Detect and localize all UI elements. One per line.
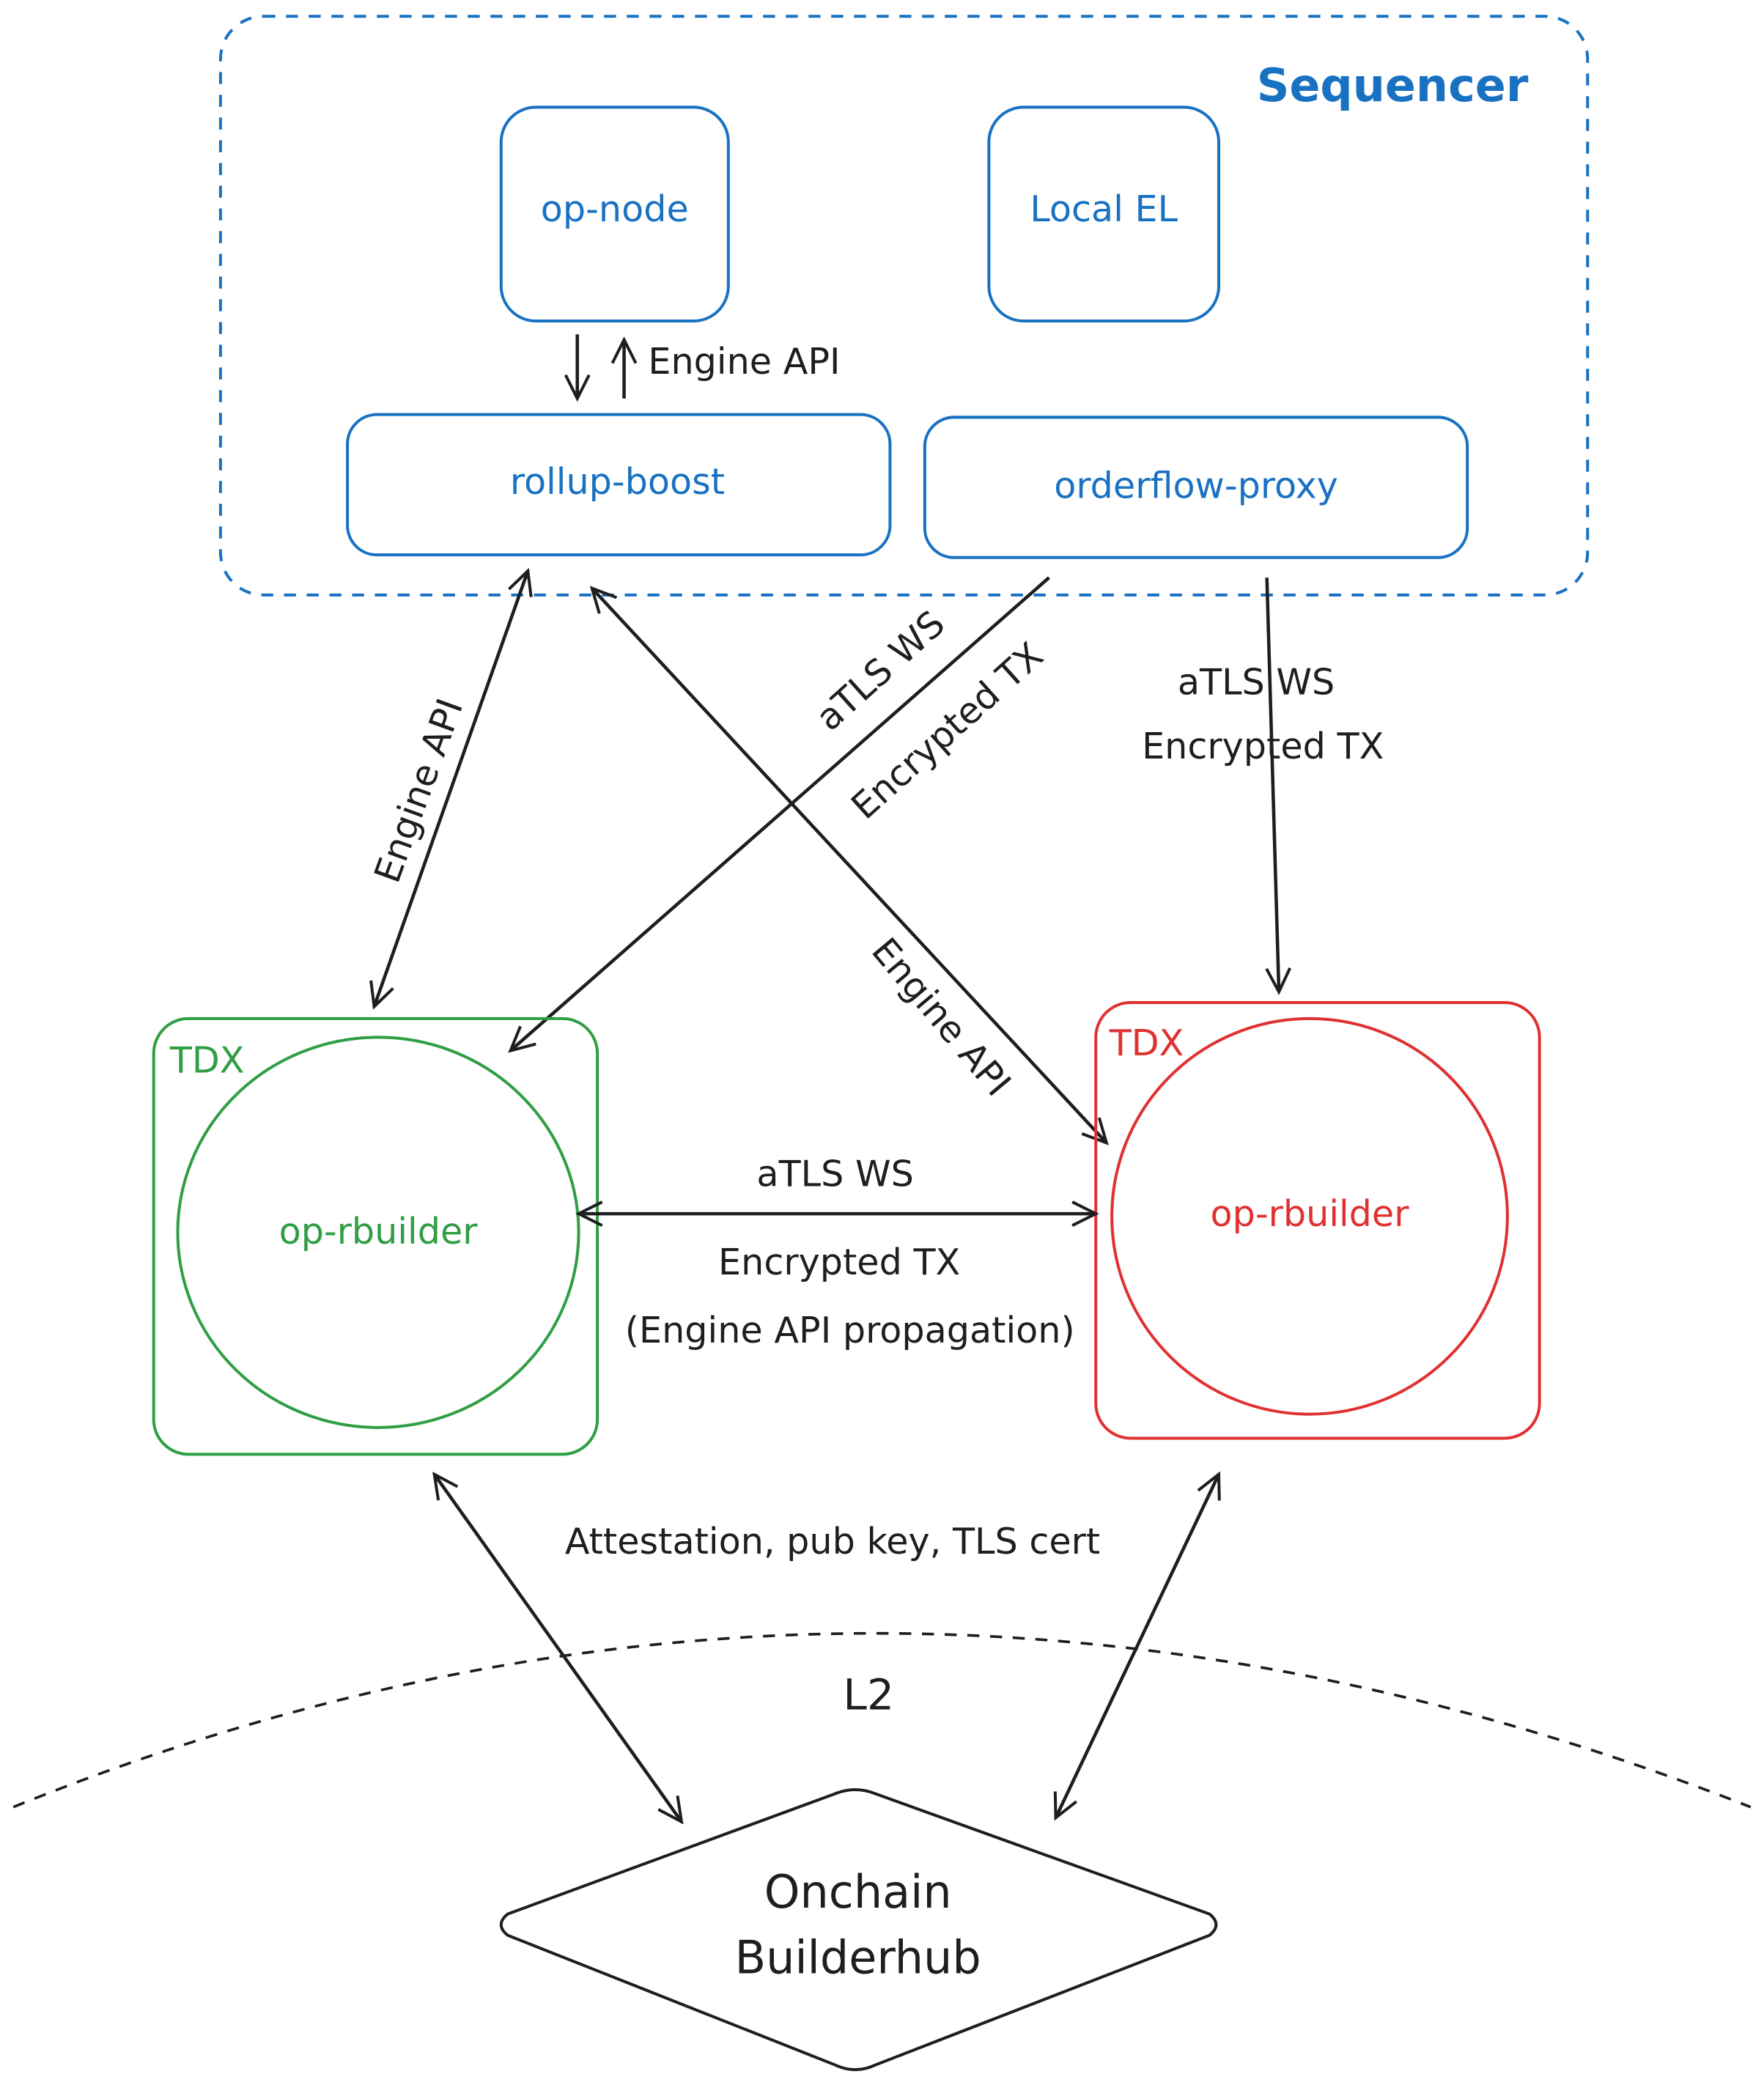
rollup-boost-box[interactable]: rollup-boost	[346, 413, 892, 557]
op-node-label: op-node	[541, 188, 689, 230]
onchain-builderhub[interactable]: Onchain Builderhub	[499, 1788, 1218, 2072]
proxy-right-label-1: aTLS WS	[1178, 661, 1335, 704]
builder-link-label-3: (Engine API propagation)	[625, 1309, 1075, 1351]
proxy-right-label-2: Encrypted TX	[1142, 725, 1384, 767]
engine-api-label: Engine API	[648, 340, 840, 383]
left-op-rbuilder-label: op-rbuilder	[279, 1210, 479, 1252]
local-el-box[interactable]: Local EL	[987, 106, 1221, 323]
builderhub-edge-label: Attestation, pub key, TLS cert	[565, 1520, 1100, 1562]
builder-link-label-1: aTLS WS	[756, 1153, 913, 1195]
left-op-rbuilder-node	[176, 1036, 580, 1429]
rollup-boost-left-builder-arrow	[374, 571, 528, 1006]
orderflow-proxy-box[interactable]: orderflow-proxy	[923, 416, 1469, 559]
sequencer-group: Sequencer op-node Local EL Engine API ro…	[218, 15, 1590, 597]
builderhub-label-line2: Builderhub	[735, 1931, 981, 1985]
builder-link-label-2: Encrypted TX	[718, 1241, 960, 1283]
op-node-box[interactable]: op-node	[499, 106, 730, 323]
rollup-boost-right-builder-arrow	[592, 588, 1107, 1143]
right-builderhub-arrow	[1056, 1475, 1219, 1818]
right-op-rbuilder-node	[1110, 1016, 1509, 1416]
l2-label: L2	[843, 1669, 894, 1719]
proxy-left-builder-arrow	[511, 576, 1050, 1051]
right-op-rbuilder-label: op-rbuilder	[1211, 1192, 1410, 1235]
left-builder-tdx[interactable]: TDX op-rbuilder	[152, 1016, 599, 1456]
left-builderhub-arrow	[435, 1475, 682, 1822]
builderhub-label-line1: Onchain	[764, 1865, 952, 1919]
local-el-label: Local EL	[1030, 188, 1178, 230]
orderflow-proxy-label: orderflow-proxy	[1054, 464, 1338, 506]
right-builder-tdx[interactable]: TDX op-rbuilder	[1094, 1000, 1541, 1440]
rollup-boost-left-label: Engine API	[366, 693, 471, 888]
rollup-boost-label: rollup-boost	[510, 460, 725, 503]
proxy-right-builder-arrow	[1267, 577, 1279, 992]
left-tdx-label: TDX	[169, 1039, 245, 1082]
rollup-boost-right-label: Engine API	[863, 930, 1019, 1104]
right-tdx-label: TDX	[1109, 1022, 1184, 1064]
sequencer-label: Sequencer	[1257, 59, 1529, 112]
l2-boundary	[12, 1631, 1752, 1809]
